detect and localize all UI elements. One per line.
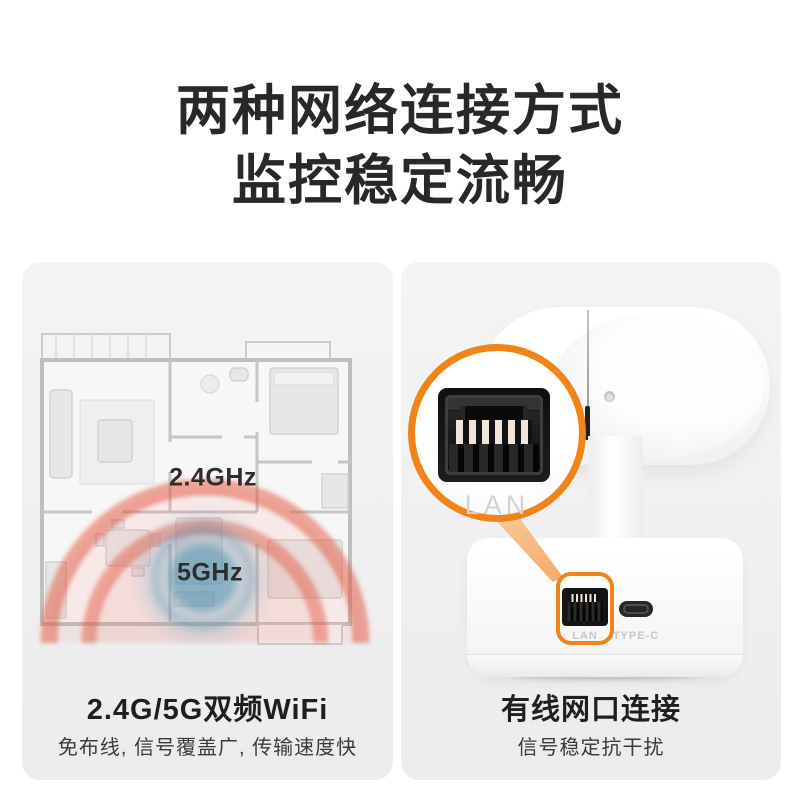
balcony-railing	[55, 334, 147, 360]
wired-panel: LAN TYPE-C LAN 有线网口连接 信号稳定抗干扰	[401, 262, 781, 780]
type-c-port-label: TYPE-C	[612, 630, 660, 642]
camera-head-slot	[585, 406, 590, 440]
wifi-5ghz-zone	[129, 504, 277, 652]
wired-caption-title: 有线网口连接	[500, 694, 681, 726]
pillow	[273, 371, 335, 386]
wardrobe	[321, 473, 349, 509]
wired-caption-subtitle: 信号稳定抗干扰	[517, 737, 665, 759]
wifi-panel: 2.4GHz 5GHz 2.4G/5G双频WiFi 免布线, 信号覆盖广, 传输…	[22, 262, 393, 780]
sink	[200, 374, 220, 394]
page-title: 两种网络连接方式 监控稳定流畅	[0, 76, 800, 216]
wifi-caption-title: 2.4G/5G双频WiFi	[86, 694, 329, 726]
camera-head-seam	[587, 310, 589, 438]
band-label-2-4ghz: 2.4GHz	[169, 463, 257, 492]
toilet	[229, 367, 249, 382]
band-label-5ghz: 5GHz	[177, 558, 243, 587]
rj45-pins	[456, 420, 532, 444]
sofa	[49, 389, 73, 479]
wifi-caption-subtitle: 免布线, 信号覆盖广, 传输速度快	[57, 737, 358, 759]
camera-base	[467, 538, 743, 677]
wifi-2-4ghz-outer-ring	[40, 478, 370, 644]
title-line-1: 两种网络连接方式	[176, 81, 624, 141]
rj45-teeth	[449, 444, 539, 472]
floorplan-wifi-coverage-illustration	[40, 333, 370, 652]
balcony	[41, 333, 171, 361]
type-c-port	[619, 601, 653, 617]
magnifier-circle: LAN	[408, 344, 586, 522]
camera-base-foot	[467, 654, 743, 677]
rj45-port-icon	[438, 388, 550, 482]
rj45-clip-slot	[461, 406, 527, 420]
wifi-signal-arcs	[40, 478, 370, 652]
lan-port-label: LAN	[572, 630, 598, 642]
magnifier-lan-label: LAN	[464, 490, 530, 520]
lan-port-highlight-frame	[556, 572, 614, 645]
lan-port	[562, 588, 608, 626]
camera-neck	[588, 436, 643, 540]
top-bay	[245, 341, 331, 361]
camera-mic-hole	[604, 391, 615, 402]
coffee-table	[97, 419, 133, 463]
title-line-2: 监控稳定流畅	[232, 151, 568, 211]
